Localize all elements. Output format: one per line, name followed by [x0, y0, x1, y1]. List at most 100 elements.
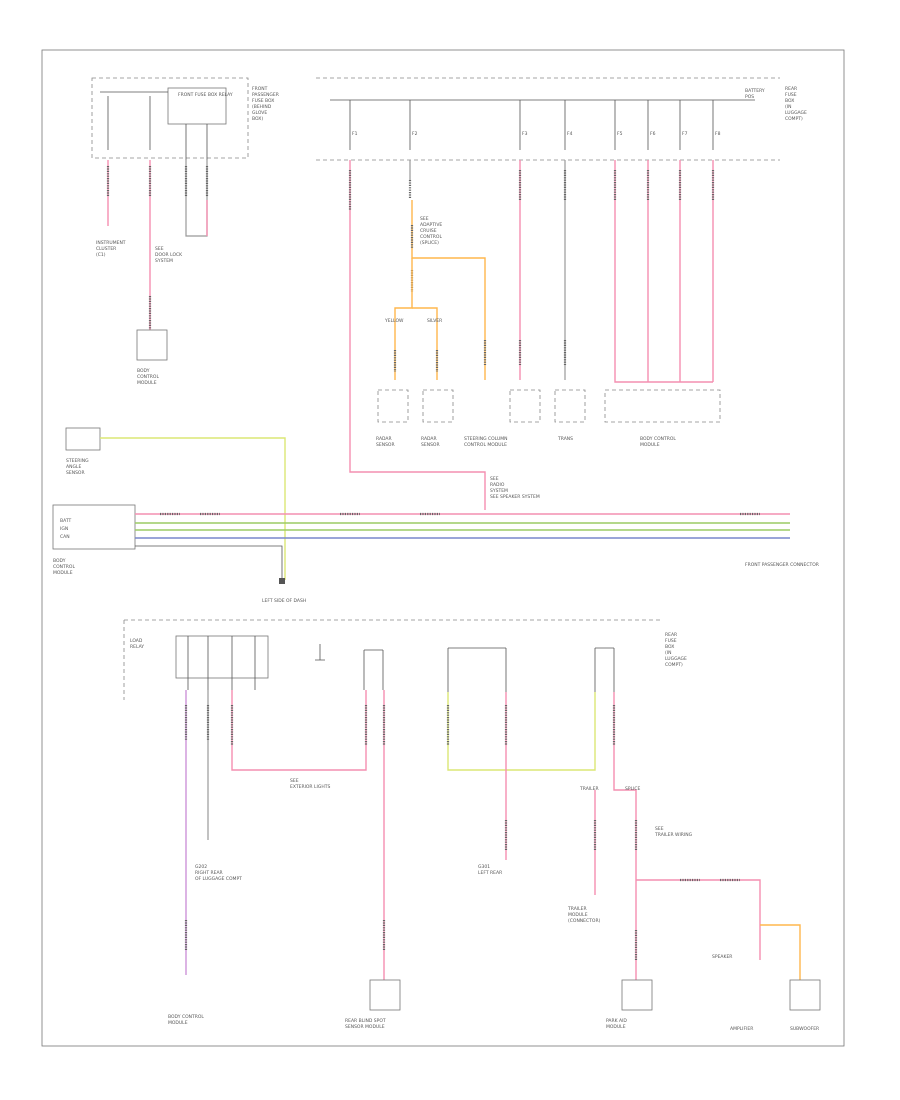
svg-text:INSTRUMENT: INSTRUMENT — [96, 240, 126, 246]
svg-text:BODY CONTROL: BODY CONTROL — [640, 436, 676, 442]
svg-text:BATT: BATT — [60, 518, 71, 524]
svg-text:DOOR LOCK: DOOR LOCK — [155, 252, 183, 258]
ground-label: LEFT SIDE OF DASH — [262, 598, 306, 604]
svg-text:MODULE: MODULE — [568, 912, 588, 918]
svg-text:CLUSTER: CLUSTER — [96, 246, 116, 252]
rear-modules — [377, 389, 721, 423]
svg-text:TRAILER WIRING: TRAILER WIRING — [654, 832, 693, 838]
control-module-mid — [52, 504, 136, 550]
svg-text:REAR: REAR — [665, 632, 677, 638]
svg-text:MODULE: MODULE — [606, 1024, 626, 1030]
fuse-box-wires — [106, 160, 209, 330]
svg-text:EXTERIOR LIGHTS: EXTERIOR LIGHTS — [290, 784, 330, 790]
svg-text:MODULE: MODULE — [168, 1020, 188, 1026]
svg-text:REAR: REAR — [785, 86, 797, 92]
svg-text:G301: G301 — [478, 864, 490, 870]
svg-text:BATTERY: BATTERY — [745, 88, 765, 94]
svg-text:FUSE BOX: FUSE BOX — [252, 98, 274, 104]
svg-text:SEE: SEE — [490, 476, 499, 482]
svg-text:F8: F8 — [715, 131, 721, 137]
svg-text:CONTROL: CONTROL — [137, 374, 159, 380]
svg-text:LOAD: LOAD — [130, 638, 143, 644]
svg-text:RIGHT REAR: RIGHT REAR — [195, 870, 223, 876]
svg-text:LEFT REAR: LEFT REAR — [478, 870, 502, 876]
module-box-left — [136, 329, 168, 361]
svg-text:RELAY: RELAY — [130, 644, 144, 650]
svg-text:SYSTEM: SYSTEM — [490, 488, 508, 494]
svg-text:PARK AID: PARK AID — [606, 1018, 627, 1024]
svg-text:OF LUGGAGE COMPT: OF LUGGAGE COMPT — [195, 876, 242, 882]
svg-text:SEE: SEE — [420, 216, 429, 222]
svg-text:(C1): (C1) — [96, 252, 106, 258]
svg-text:SILVER: SILVER — [427, 318, 442, 324]
svg-text:(CONNECTOR): (CONNECTOR) — [568, 918, 601, 924]
svg-text:POS: POS — [745, 94, 754, 100]
svg-text:SPLICE: SPLICE — [625, 786, 641, 792]
svg-text:FRONT: FRONT — [252, 86, 268, 92]
svg-text:SENSOR: SENSOR — [421, 442, 440, 448]
svg-text:(BEHIND: (BEHIND — [252, 104, 272, 110]
connector-small — [65, 427, 101, 451]
svg-text:SUBWOOFER: SUBWOOFER — [790, 1026, 819, 1032]
svg-text:RADIO: RADIO — [490, 482, 505, 488]
svg-text:BODY: BODY — [53, 558, 66, 564]
svg-text:COMPT): COMPT) — [785, 116, 803, 122]
svg-text:SENSOR MODULE: SENSOR MODULE — [345, 1024, 385, 1030]
svg-text:LUGGAGE: LUGGAGE — [785, 110, 807, 116]
svg-text:PASSENGER: PASSENGER — [252, 92, 279, 98]
wire-yellow-green — [100, 437, 286, 580]
svg-text:SENSOR: SENSOR — [66, 470, 85, 476]
svg-text:SEE SPEAKER SYSTEM: SEE SPEAKER SYSTEM — [490, 494, 540, 500]
svg-text:F4: F4 — [567, 131, 573, 137]
svg-text:STEERING: STEERING — [66, 458, 89, 464]
svg-text:CAN: CAN — [60, 534, 70, 540]
svg-text:RADAR: RADAR — [376, 436, 392, 442]
svg-text:MODULE: MODULE — [53, 570, 73, 576]
svg-text:FUSE: FUSE — [785, 92, 797, 98]
svg-text:TRAILER: TRAILER — [579, 786, 599, 792]
svg-text:CONTROL: CONTROL — [420, 234, 442, 240]
svg-text:ANGLE: ANGLE — [66, 464, 81, 470]
svg-text:SEE: SEE — [655, 826, 664, 832]
svg-text:BODY: BODY — [137, 368, 150, 374]
diagram-frame — [41, 49, 845, 1047]
svg-text:(SPLICE): (SPLICE) — [420, 240, 439, 246]
svg-text:CONTROL MODULE: CONTROL MODULE — [464, 442, 507, 448]
svg-text:SPEAKER: SPEAKER — [712, 954, 732, 960]
svg-text:RADAR: RADAR — [421, 436, 437, 442]
svg-text:AMPLIFIER: AMPLIFIER — [730, 1026, 753, 1032]
svg-text:CRUISE: CRUISE — [420, 228, 437, 234]
svg-text:SEE: SEE — [290, 778, 299, 784]
right-connector-label: FRONT PASSENGER CONNECTOR — [745, 562, 819, 568]
svg-text:FUSE: FUSE — [665, 638, 677, 644]
svg-text:ADAPTIVE: ADAPTIVE — [420, 222, 442, 228]
svg-text:BOX): BOX) — [252, 116, 263, 122]
svg-text:F1: F1 — [352, 131, 358, 137]
svg-text:COMPT): COMPT) — [665, 662, 683, 668]
front-fuse-box: FRONT FUSE BOX RELAY FRONTPASSENGERFUSE … — [91, 77, 279, 160]
svg-text:BOX: BOX — [785, 98, 794, 104]
svg-text:IGN: IGN — [60, 526, 68, 532]
bottom-wires — [184, 690, 801, 980]
fuse-box-title: FRONT FUSE BOX RELAY — [178, 92, 233, 98]
svg-text:STEERING COLUMN: STEERING COLUMN — [464, 436, 508, 442]
svg-text:MODULE: MODULE — [640, 442, 660, 448]
svg-text:(IN: (IN — [785, 104, 791, 110]
svg-text:F3: F3 — [522, 131, 528, 137]
bottom-modules — [369, 979, 821, 1011]
svg-text:(IN: (IN — [665, 650, 671, 656]
svg-text:YELLOW: YELLOW — [384, 318, 404, 324]
svg-text:F6: F6 — [650, 131, 656, 137]
rear-fuse-wires — [348, 160, 715, 510]
svg-text:TRAILER: TRAILER — [567, 906, 587, 912]
svg-text:G202: G202 — [195, 864, 207, 870]
svg-text:SEE: SEE — [155, 246, 164, 252]
svg-text:F5: F5 — [617, 131, 623, 137]
svg-text:F7: F7 — [682, 131, 688, 137]
svg-text:BOX: BOX — [665, 644, 674, 650]
svg-text:BODY CONTROL: BODY CONTROL — [168, 1014, 204, 1020]
svg-text:TRANS: TRANS — [557, 436, 573, 442]
